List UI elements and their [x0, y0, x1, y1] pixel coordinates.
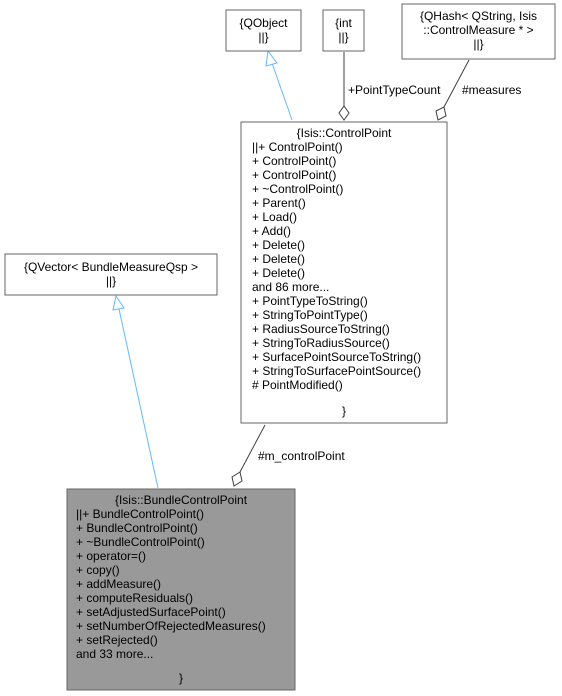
control-point-member: + SurfacePointSourceToString() — [252, 350, 421, 364]
bundle-control-point-member: + setAdjustedSurfacePoint() — [76, 605, 226, 619]
edge-label-measures: #measures — [462, 83, 521, 97]
edge-label-point-type-count: +PointTypeCount — [348, 83, 441, 97]
control-point-member: + StringToPointType() — [252, 308, 368, 322]
node-control-point-closing: } — [342, 404, 346, 418]
control-point-member: + Add() — [252, 224, 291, 238]
bundle-control-point-member: + computeResiduals() — [76, 591, 193, 605]
control-point-member: + Parent() — [252, 196, 306, 210]
bundle-control-point-member: + setNumberOfRejectedMeasures() — [76, 619, 266, 633]
node-qhash[interactable]: {QHash< QString, Isis ::ControlMeasure *… — [401, 3, 556, 60]
edge-use-qhash — [443, 59, 470, 108]
node-qobject[interactable]: {QObject ||} — [225, 9, 302, 52]
control-point-member: and 86 more... — [252, 280, 329, 294]
bundle-control-point-member: + BundleControlPoint() — [76, 521, 198, 535]
control-point-member: + StringToSurfacePointSource() — [252, 364, 421, 378]
node-qvector-line: {QVector< BundleMeasureQsp > — [24, 260, 198, 274]
edge-label-m-control-point: #m_controlPoint — [258, 449, 345, 463]
control-point-member: + ControlPoint() — [252, 154, 336, 168]
control-point-member: + Delete() — [252, 238, 305, 252]
control-point-member: + PointTypeToString() — [252, 294, 368, 308]
node-int-line: {int — [335, 16, 352, 30]
bundle-control-point-member: + setRejected() — [76, 633, 158, 647]
bundle-control-point-member: + ~BundleControlPoint() — [76, 535, 205, 549]
inheritance-arrow-qobject — [265, 49, 278, 67]
control-point-member: + RadiusSourceToString() — [252, 322, 390, 336]
bundle-control-point-member: ||+ BundleControlPoint() — [76, 507, 204, 521]
control-point-member: # PointModified() — [252, 378, 343, 392]
node-bundle-control-point-title: {Isis::BundleControlPoint — [115, 493, 248, 507]
node-control-point[interactable]: {Isis::ControlPoint ||+ ControlPoint()+ … — [240, 121, 448, 424]
bundle-control-point-member: and 33 more... — [76, 647, 153, 661]
edges: +PointTypeCount #measures #m_controlPoin… — [112, 49, 521, 489]
node-qobject-line: {QObject — [239, 16, 288, 30]
node-control-point-title: {Isis::ControlPoint — [297, 126, 392, 140]
control-point-member: + Load() — [252, 210, 297, 224]
edge-inherit-qobject — [271, 62, 293, 121]
node-int[interactable]: {int ||} — [322, 9, 365, 52]
composition-diamond-qhash — [435, 106, 447, 121]
node-qobject-line: ||} — [258, 30, 268, 44]
node-qhash-line: ||} — [473, 37, 483, 51]
control-point-member: + Delete() — [252, 266, 305, 280]
node-qhash-line: ::ControlMeasure * > — [423, 23, 533, 37]
node-bundle-control-point[interactable]: {Isis::BundleControlPoint ||+ BundleCont… — [66, 488, 296, 691]
node-qvector-line: ||} — [106, 274, 116, 288]
inheritance-arrow-qvector — [112, 294, 125, 311]
edge-use-control-point — [239, 424, 266, 473]
control-point-member: + ~ControlPoint() — [252, 182, 343, 196]
control-point-member: + ControlPoint() — [252, 168, 336, 182]
control-point-member: ||+ ControlPoint() — [252, 140, 343, 154]
bundle-control-point-member: + copy() — [76, 563, 120, 577]
node-int-line: ||} — [338, 30, 348, 44]
control-point-member: + StringToRadiusSource() — [252, 336, 390, 350]
composition-diamond-control-point — [231, 471, 243, 487]
node-qvector[interactable]: {QVector< BundleMeasureQsp > ||} — [4, 253, 218, 296]
bundle-control-point-member: + operator=() — [76, 549, 146, 563]
node-qhash-line: {QHash< QString, Isis — [420, 9, 537, 23]
bundle-control-point-member: + addMeasure() — [76, 577, 161, 591]
edge-inherit-qvector — [118, 308, 159, 489]
composition-diamond-int — [338, 105, 350, 121]
node-bundle-control-point-closing: } — [179, 671, 183, 685]
control-point-member: + Delete() — [252, 252, 305, 266]
